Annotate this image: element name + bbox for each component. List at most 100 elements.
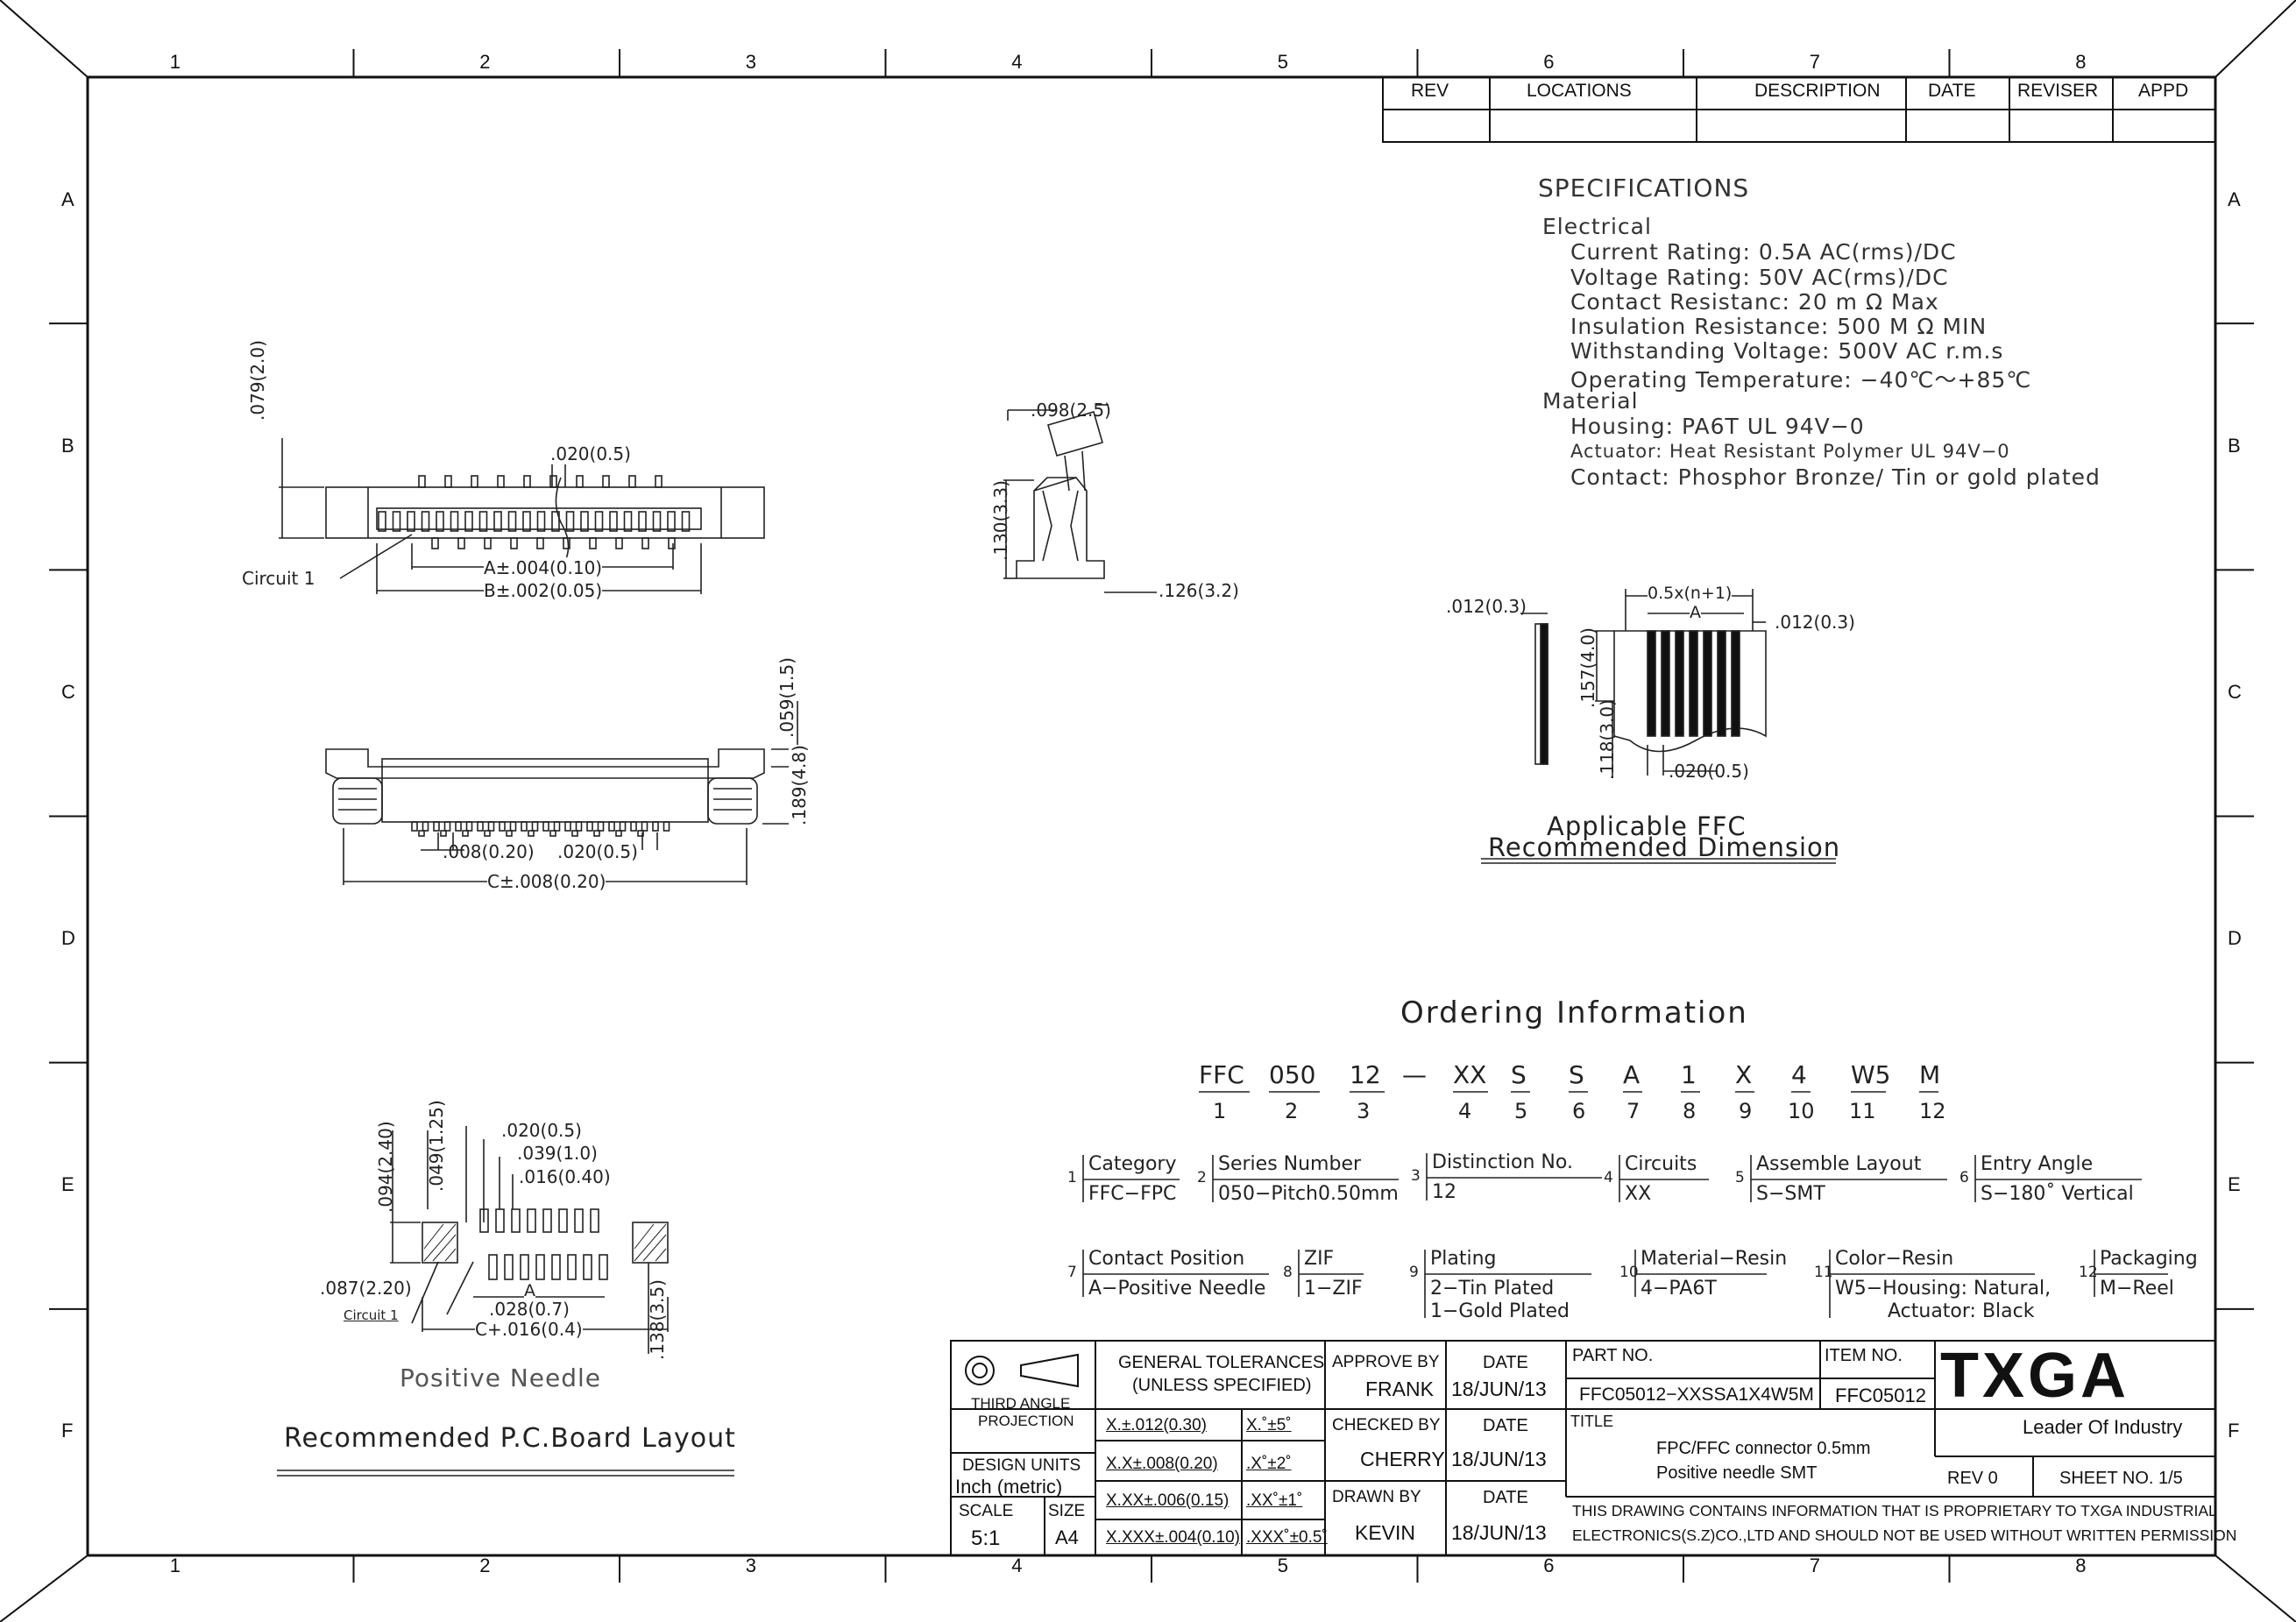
tolerance-linear-1: X.X±.008(0.20) [1106, 1455, 1218, 1473]
ordering-title: Ordering Information [1400, 995, 1748, 1031]
top-view-drawing [279, 438, 765, 594]
dim-ffc-012b: .012(0.3) [1775, 612, 1855, 633]
column-label-bottom-4: 4 [1011, 1555, 1023, 1576]
order-field-value-12: M−Reel [2100, 1278, 2174, 1300]
dim-side-126: .126(3.2) [1159, 580, 1239, 601]
row-label-right-D: D [2228, 927, 2242, 950]
row-label-C: C [61, 680, 75, 703]
order-field-num-10: 10 [1619, 1264, 1639, 1281]
dim-ffc-020: .020(0.5) [1669, 761, 1749, 782]
order-field-name-9: Plating [1430, 1248, 1497, 1270]
dim-side-098: .098(2.5) [1031, 400, 1111, 421]
column-label-1: 1 [169, 51, 181, 73]
appd-header: APPD [2138, 81, 2189, 101]
drawn-name: KEVIN [1355, 1521, 1416, 1544]
date-label-2: DATE [1483, 1416, 1528, 1435]
order-index-12: 12 [1919, 1099, 1946, 1123]
notice-line-1: THIS DRAWING CONTAINS INFORMATION THAT I… [1572, 1502, 2217, 1519]
dim-side-130: .130(3.3) [990, 480, 1011, 561]
projection-circle-icon [965, 1356, 995, 1385]
dim-pcb-c: C+.016(0.4) [475, 1319, 583, 1340]
order-index-6: 6 [1572, 1099, 1586, 1123]
item-no-label: ITEM NO. [1825, 1346, 1903, 1365]
date-value-2: 18/JUN/13 [1451, 1448, 1547, 1470]
dim-top-b: B±.002(0.05) [484, 580, 603, 601]
order-field-name-7: Contact Position [1088, 1248, 1245, 1270]
order-field-num-9: 9 [1409, 1264, 1419, 1281]
order-field-num-8: 8 [1283, 1264, 1293, 1281]
dim-ffc-05n: 0.5x(n+1) [1648, 584, 1733, 603]
order-field-value-11: W5−Housing: Natural, [1835, 1278, 2052, 1300]
notice-line-2: ELECTRONICS(S.Z)CO.,LTD AND SHOULD NOT B… [1572, 1526, 2237, 1544]
material-heading: Material [1542, 388, 1639, 414]
order-index-2: 2 [1285, 1099, 1299, 1123]
column-label-6: 6 [1543, 51, 1555, 73]
dim-front-c: C±.008(0.20) [487, 871, 606, 892]
drawn-label: DRAWN BY [1332, 1488, 1421, 1506]
dim-ffc-012a: .012(0.3) [1446, 596, 1527, 617]
design-units-label: DESIGN UNITS [962, 1456, 1081, 1475]
order-field-name-12: Packaging [2100, 1248, 2198, 1270]
description-header: DESCRIPTION [1754, 81, 1881, 101]
title-line-1: FPC/FFC connector 0.5mm [1656, 1439, 1871, 1458]
checked-name: CHERRY [1360, 1448, 1445, 1470]
dim-front-189: .189(4.8) [789, 745, 810, 825]
column-label-bottom-2: 2 [479, 1555, 491, 1576]
order-field-name-2: Series Number [1218, 1153, 1362, 1175]
tolerance-angular-2: .XX˚±1˚ [1246, 1491, 1303, 1510]
order-field-value-5: S−SMT [1756, 1183, 1825, 1205]
dim-pcb-a: A [524, 1281, 535, 1300]
order-index-7: 7 [1626, 1099, 1641, 1123]
dim-front-020: .020(0.5) [557, 841, 638, 862]
order-field-value2-11: Actuator: Black [1888, 1300, 2035, 1322]
dim-ffc-118: .118(3.0) [1597, 699, 1618, 780]
reviser-header: REVISER [2017, 81, 2099, 101]
company-logo: TXGA [1940, 1341, 2130, 1411]
order-field-num-1: 1 [1067, 1169, 1077, 1186]
ordering-lines [1082, 1091, 2168, 1318]
tolerance-linear-0: X.±.012(0.30) [1106, 1416, 1207, 1434]
scale-value: 5:1 [971, 1526, 1001, 1550]
part-no-label: PART NO. [1572, 1346, 1654, 1365]
column-label-bottom-3: 3 [745, 1555, 756, 1576]
column-label-4: 4 [1011, 51, 1023, 73]
row-label-D: D [61, 927, 75, 950]
locations-header: LOCATIONS [1527, 81, 1632, 101]
spec-material-0: Housing: PA6T UL 94V−0 [1570, 414, 1865, 439]
order-field-num-2: 2 [1197, 1169, 1207, 1186]
spec-electrical-4: Withstanding Voltage: 500V AC r.m.s [1570, 338, 2004, 364]
order-field-value-9: 2−Tin Plated [1430, 1278, 1555, 1300]
order-index-10: 10 [1788, 1099, 1815, 1123]
title-line-2: Positive needle SMT [1656, 1463, 1818, 1483]
approve-name: FRANK [1365, 1378, 1434, 1400]
column-label-5: 5 [1277, 51, 1288, 73]
column-label-bottom-7: 7 [1809, 1555, 1820, 1576]
electrical-heading: Electrical [1542, 214, 1652, 239]
order-field-value-4: XX [1625, 1183, 1652, 1205]
order-index-11: 11 [1849, 1099, 1876, 1123]
order-index-3: 3 [1357, 1099, 1371, 1123]
row-label-right-B: B [2228, 434, 2241, 457]
column-label-7: 7 [1809, 51, 1820, 73]
tolerance-angular-3: .XXX˚±0.5˚ [1246, 1528, 1328, 1547]
order-code-11: W5 [1851, 1060, 1891, 1089]
order-field-value2-9: 1−Gold Plated [1430, 1300, 1570, 1322]
dim-top-height: .079(2.0) [247, 340, 268, 421]
rev-header: REV [1411, 81, 1449, 101]
order-field-num-5: 5 [1735, 1169, 1745, 1186]
order-field-num-11: 11 [1814, 1264, 1833, 1281]
column-label-8: 8 [2075, 51, 2087, 73]
column-label-2: 2 [479, 51, 491, 73]
row-label-E: E [61, 1173, 74, 1196]
spec-electrical-5: Operating Temperature: −40℃〜+85℃ [1570, 367, 2032, 393]
specifications-title: SPECIFICATIONS [1538, 174, 1750, 202]
order-field-num-3: 3 [1411, 1167, 1421, 1185]
pcb-circuit1-label: Circuit 1 [344, 1307, 399, 1323]
tolerance-angular-0: X.˚±5˚ [1246, 1416, 1292, 1434]
dim-pcb-028: .028(0.7) [489, 1299, 570, 1320]
order-field-num-4: 4 [1604, 1169, 1613, 1186]
company-slogan: Leader Of Industry [2023, 1416, 2183, 1438]
order-code-5: S [1511, 1060, 1527, 1089]
order-field-num-6: 6 [1959, 1169, 1969, 1186]
